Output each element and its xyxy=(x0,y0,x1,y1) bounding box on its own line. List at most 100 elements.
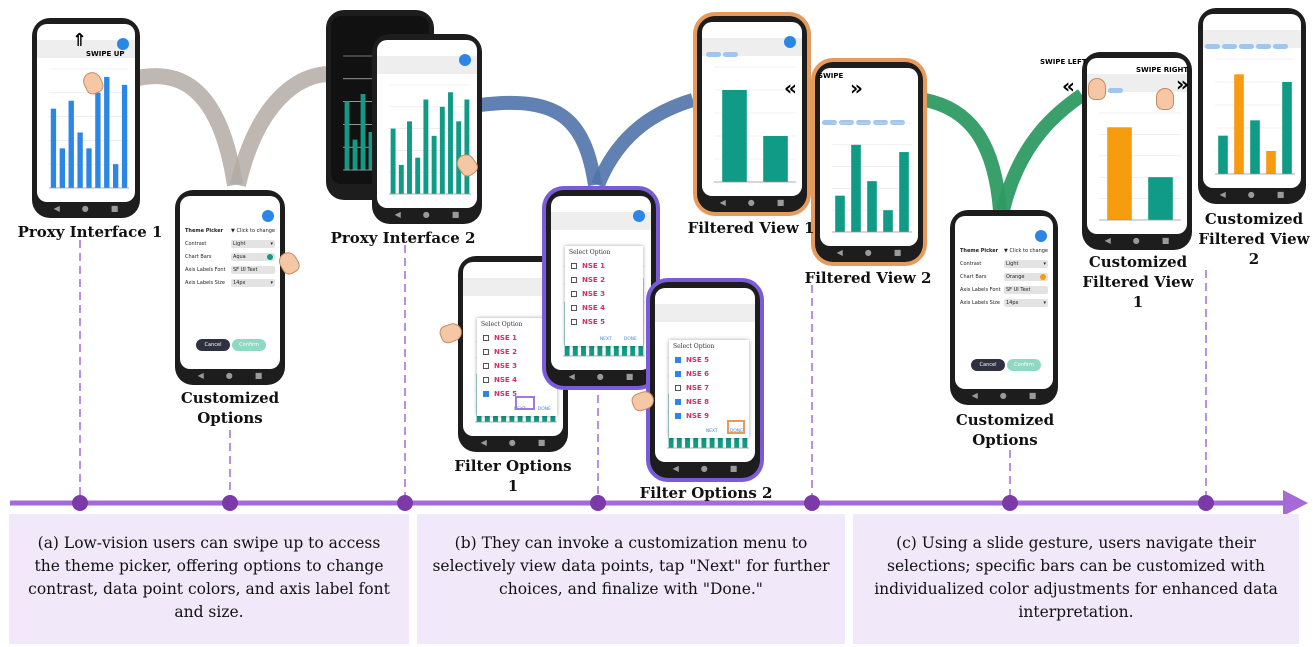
system-nav-bar: ◀●■ xyxy=(719,198,785,207)
menu-button[interactable] xyxy=(633,210,645,222)
swipe-right-label: SWIPE RIGHT xyxy=(1136,66,1189,74)
checkbox[interactable] xyxy=(675,385,681,391)
confirm-button[interactable]: Confirm xyxy=(1007,359,1041,371)
theme-row-label: Chart Bars xyxy=(960,273,987,280)
system-nav-bar: ◀●■ xyxy=(672,464,738,473)
menu-button[interactable] xyxy=(117,38,129,50)
filter-option[interactable]: NSE 1 xyxy=(477,331,557,345)
checkbox-checked[interactable] xyxy=(483,391,489,397)
timeline-node xyxy=(222,495,238,511)
bar xyxy=(407,121,412,194)
filter-option[interactable]: NSE 1 xyxy=(565,259,643,273)
done-button[interactable]: DONE xyxy=(729,429,743,434)
filter-option[interactable]: NSE 3 xyxy=(477,359,557,373)
checkbox[interactable] xyxy=(483,377,489,383)
color-swatch-icon xyxy=(1040,273,1046,280)
label-customized-options-2: Customized Options xyxy=(955,411,1055,449)
dropdown-icon: ▾ xyxy=(1043,299,1046,306)
filter-option[interactable]: NSE 9 xyxy=(669,409,749,423)
theme-row-value: SF UI Text xyxy=(233,266,258,273)
next-button[interactable]: NEXT xyxy=(599,337,612,342)
tap-highlight-done xyxy=(727,420,745,434)
filter-option[interactable]: NSE 8 xyxy=(669,395,749,409)
theme-row-label: Axis Labels Size xyxy=(185,279,225,286)
timeline-node xyxy=(590,495,606,511)
swipe-left-arrows-icon: « xyxy=(1062,74,1075,98)
bar xyxy=(1218,135,1228,174)
system-nav-bar: ◀●■ xyxy=(971,391,1037,400)
cancel-button[interactable]: Cancel xyxy=(971,359,1005,371)
confirm-button[interactable]: Confirm xyxy=(232,339,266,351)
checkbox[interactable] xyxy=(571,263,577,269)
color-swatch-icon xyxy=(267,253,273,260)
done-button[interactable]: DONE xyxy=(623,337,637,342)
phone-proxy-interface-1: ◀●■ xyxy=(32,18,140,218)
filter-option[interactable]: NSE 6 xyxy=(669,367,749,381)
filter-option[interactable]: NSE 4 xyxy=(565,301,643,315)
tap-highlight-next xyxy=(515,396,535,410)
menu-button[interactable] xyxy=(1035,230,1047,242)
theme-row-value: Light xyxy=(233,240,246,247)
menu-button[interactable] xyxy=(262,210,274,222)
checkbox-checked[interactable] xyxy=(675,357,681,363)
system-nav-bar: ◀●■ xyxy=(1104,236,1170,245)
checkbox[interactable] xyxy=(483,335,489,341)
theme-row-value: SF UI Text xyxy=(1006,286,1031,293)
checkbox[interactable] xyxy=(483,349,489,355)
bar xyxy=(448,92,453,194)
checkbox[interactable] xyxy=(571,319,577,325)
filter-option[interactable]: NSE 3 xyxy=(565,287,643,301)
filter-menu-actions: NEXT DONE xyxy=(600,337,637,342)
phone-screen xyxy=(702,22,802,196)
phone-screen xyxy=(1203,14,1301,188)
hand-pointer-icon xyxy=(1156,88,1174,110)
checkbox[interactable] xyxy=(483,363,489,369)
bar xyxy=(104,76,110,188)
filter-menu: Select Option NSE 1 NSE 2 NSE 3 NSE 4 NS… xyxy=(565,246,643,346)
bar xyxy=(95,92,101,188)
connector-filter-to-filtered xyxy=(591,93,696,188)
theme-row-label: Axis Labels Font xyxy=(185,266,226,273)
theme-picker-hint: ▼ Click to change xyxy=(1004,247,1048,254)
checkbox[interactable] xyxy=(571,291,577,297)
theme-row-axis-font[interactable]: Axis Labels Font SF UI Text xyxy=(185,263,275,276)
menu-button[interactable] xyxy=(459,54,471,66)
connector-custom-to-proxy2 xyxy=(230,66,337,187)
filter-option[interactable]: NSE 5 xyxy=(565,315,643,329)
swipe-right-arrows-icon: » xyxy=(850,76,863,100)
filter-option[interactable]: NSE 4 xyxy=(477,373,557,387)
app-header xyxy=(820,84,918,125)
connector-custom-to-cfiltered xyxy=(996,89,1086,212)
hand-pointer-icon xyxy=(1088,78,1106,100)
filter-option[interactable]: NSE 7 xyxy=(669,381,749,395)
filter-option[interactable]: NSE 5 xyxy=(477,387,557,401)
timeline-node xyxy=(1198,495,1214,511)
cancel-button[interactable]: Cancel xyxy=(196,339,230,351)
filter-option[interactable]: NSE 2 xyxy=(565,273,643,287)
next-button[interactable]: NEXT xyxy=(705,429,718,434)
menu-button[interactable] xyxy=(784,36,796,48)
timeline-node xyxy=(72,495,88,511)
checkbox-checked[interactable] xyxy=(675,371,681,377)
checkbox-checked[interactable] xyxy=(675,399,681,405)
checkbox-checked[interactable] xyxy=(675,413,681,419)
done-button[interactable]: DONE xyxy=(537,407,551,412)
checkbox[interactable] xyxy=(571,305,577,311)
swipe-label: SWIPE xyxy=(818,72,844,80)
checkbox[interactable] xyxy=(571,277,577,283)
app-header xyxy=(655,304,755,322)
filter-option[interactable]: NSE 2 xyxy=(477,345,557,359)
filter-option[interactable]: NSE 5 xyxy=(669,353,749,367)
mini-bar-chart xyxy=(832,122,912,233)
label-customized-filtered-view-2: Customized Filtered View 2 xyxy=(1198,210,1310,268)
bar xyxy=(763,136,788,182)
